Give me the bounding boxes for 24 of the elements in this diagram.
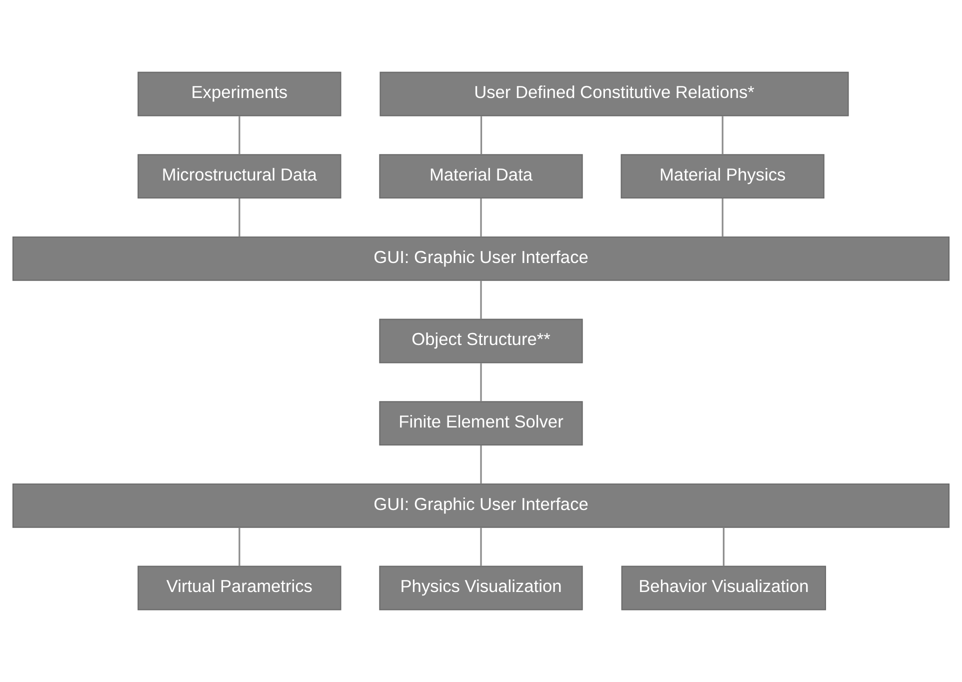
node-box: Finite Element Solver <box>379 401 583 446</box>
node-box: User Defined Constitutive Relations* <box>380 72 849 116</box>
node-box: Microstructural Data <box>138 154 342 199</box>
connector <box>722 528 724 566</box>
node-box: Object Structure** <box>379 318 583 364</box>
node-box: Virtual Parametrics <box>138 566 342 610</box>
node-box: Experiments <box>138 72 342 116</box>
connector <box>480 528 482 566</box>
node-box: Physics Visualization <box>379 566 583 610</box>
connector <box>238 198 240 237</box>
node-box: GUI: Graphic User Interface <box>12 236 950 281</box>
node-box: Material Physics <box>620 154 824 199</box>
node-box: Behavior Visualization <box>621 566 826 610</box>
connector <box>722 198 724 237</box>
connector <box>480 116 482 154</box>
connector <box>238 116 240 154</box>
node-box: GUI: Graphic User Interface <box>12 483 950 528</box>
connector <box>480 363 482 402</box>
connector <box>238 528 240 566</box>
connector <box>480 280 482 320</box>
node-box: Material Data <box>379 154 583 199</box>
connector <box>480 445 482 484</box>
connector <box>480 198 482 237</box>
connector <box>722 116 724 154</box>
